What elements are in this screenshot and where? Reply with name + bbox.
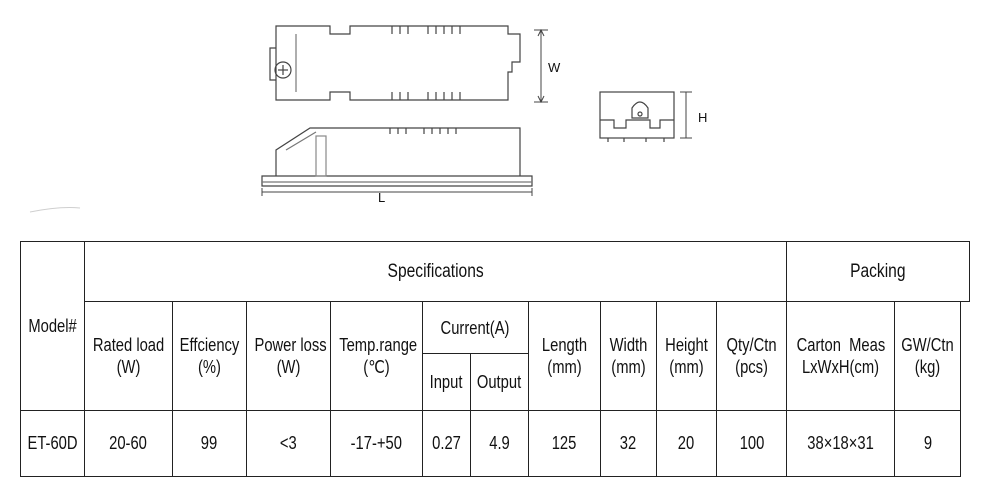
height-cell: 20 — [656, 409, 717, 478]
length-dimension-line — [261, 188, 533, 196]
width-header: Width (mm) — [600, 301, 657, 411]
length-label: L — [378, 190, 386, 205]
stray-mark — [29, 207, 81, 213]
input-header: Input — [422, 353, 471, 411]
specifications-group-header: Specifications — [83, 240, 788, 303]
carton-meas-cell: 38×18×31 — [786, 409, 896, 478]
length-header: Length (mm) — [528, 301, 601, 411]
temp-range-header: Temp.range (℃) — [330, 301, 423, 411]
current-header: Current(A) — [422, 301, 529, 355]
qty-ctn-header: Qty/Ctn (pcs) — [715, 301, 788, 411]
specification-table: Model# Specifications Packing Rated load… — [20, 240, 970, 478]
gw-ctn-cell: 9 — [894, 409, 962, 478]
model-cell: ET-60D — [20, 409, 85, 478]
height-label: H — [698, 110, 708, 125]
table-row: ET-60D 20-60 99 <3 -17-+50 0.27 4.9 125 … — [20, 409, 970, 478]
power-loss-header: Power loss (W) — [246, 301, 331, 411]
model-header: Model# — [20, 241, 85, 411]
width-dimension-line — [534, 28, 548, 104]
packing-group-header: Packing — [786, 240, 970, 303]
height-header: Height (mm) — [656, 301, 717, 411]
height-dimension-line — [680, 91, 692, 139]
output-cell: 4.9 — [470, 409, 529, 478]
rated-load-cell: 20-60 — [84, 409, 173, 478]
width-cell: 32 — [600, 409, 657, 478]
temp-range-cell: -17-+50 — [330, 409, 423, 478]
end-view — [599, 91, 675, 142]
side-view — [261, 127, 533, 187]
qty-ctn-cell: 100 — [715, 409, 788, 478]
input-cell: 0.27 — [422, 409, 471, 478]
length-cell: 125 — [528, 409, 601, 478]
power-loss-cell: <3 — [246, 409, 331, 478]
product-outline-drawing — [29, 25, 692, 213]
width-label: W — [548, 60, 561, 75]
gw-ctn-header: GW/Ctn (kg) — [894, 301, 962, 411]
top-view — [269, 25, 521, 101]
rated-load-header: Rated load (W) — [84, 301, 173, 411]
carton-meas-header: Carton Meas LxWxH(cm) — [786, 301, 896, 411]
efficiency-header: Effciency (%) — [172, 301, 247, 411]
output-header: Output — [470, 353, 529, 411]
efficiency-cell: 99 — [172, 409, 247, 478]
